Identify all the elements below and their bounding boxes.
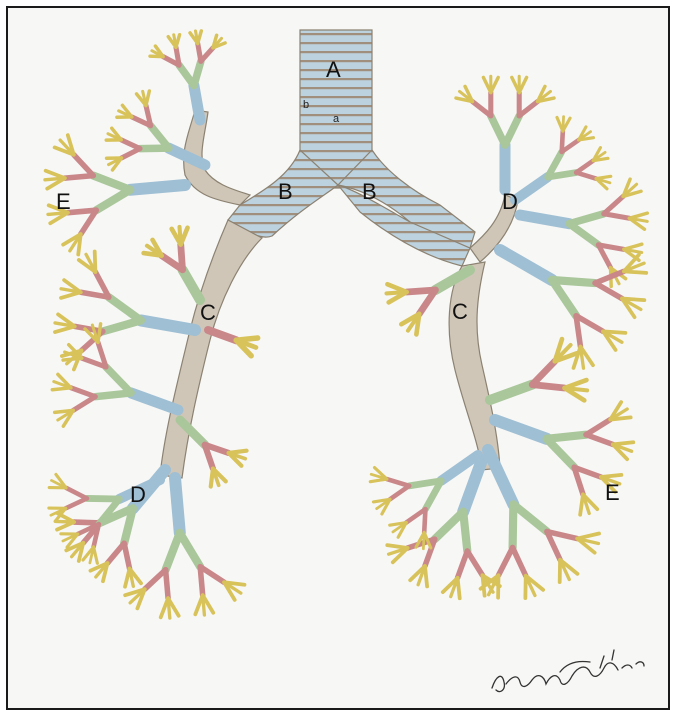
branch-segment bbox=[519, 102, 537, 116]
branch-segment bbox=[513, 504, 547, 531]
branch-segment bbox=[532, 385, 564, 388]
branch-segment bbox=[586, 435, 613, 445]
branch-segment bbox=[194, 86, 200, 120]
branch-segment bbox=[66, 498, 87, 508]
branch-segment bbox=[387, 292, 407, 293]
branch-segment bbox=[387, 479, 409, 486]
branch-segment bbox=[180, 227, 181, 245]
label-B-left: B bbox=[278, 179, 293, 204]
branch-segment bbox=[472, 102, 490, 116]
branch-segment bbox=[45, 178, 65, 180]
branch-segment bbox=[103, 320, 141, 331]
branch-segment bbox=[569, 224, 598, 245]
branch-segment bbox=[565, 388, 588, 390]
branch-segment bbox=[145, 570, 166, 589]
branch-segment bbox=[586, 420, 610, 435]
branch-segment bbox=[174, 35, 176, 48]
branch-segment bbox=[107, 543, 124, 563]
branch-segment bbox=[66, 488, 87, 499]
label-B-right: B bbox=[362, 179, 377, 204]
branch-segment bbox=[423, 532, 424, 548]
branch-segment bbox=[180, 533, 200, 567]
branch-segment bbox=[604, 196, 623, 213]
branch-segment bbox=[87, 498, 119, 499]
branch-segment bbox=[71, 388, 95, 397]
branch-segment bbox=[200, 567, 202, 595]
right-main-bronchus bbox=[338, 150, 475, 266]
branch-segment bbox=[166, 533, 180, 570]
branch-segment bbox=[547, 439, 575, 467]
branch-segment bbox=[130, 185, 185, 190]
branch-segment bbox=[121, 140, 140, 149]
branch-segment bbox=[495, 420, 547, 439]
branch-segment bbox=[73, 397, 95, 411]
branch-segment bbox=[106, 367, 131, 393]
branch-segment bbox=[168, 598, 170, 618]
label-A: A bbox=[326, 57, 341, 82]
branch-segment bbox=[490, 385, 532, 400]
label-b: b bbox=[303, 99, 309, 111]
branch-segment bbox=[547, 435, 586, 439]
branch-segment bbox=[390, 486, 409, 499]
label-C-right: C bbox=[452, 299, 468, 324]
branch-segment bbox=[604, 214, 630, 219]
branch-segment bbox=[124, 543, 129, 568]
label-E-right: E bbox=[605, 480, 620, 505]
branch-segment bbox=[96, 190, 130, 210]
branch-segment bbox=[467, 551, 482, 575]
label-E-left: E bbox=[56, 189, 71, 214]
branch-segment bbox=[95, 393, 131, 397]
branch-segment bbox=[194, 61, 201, 85]
branch-segment bbox=[488, 450, 513, 504]
branch-segment bbox=[458, 551, 468, 578]
branch-segment bbox=[595, 283, 622, 299]
branch-segment bbox=[498, 548, 512, 576]
branch-segment bbox=[563, 117, 564, 131]
label-C-left: C bbox=[200, 300, 216, 325]
branch-segment bbox=[500, 250, 552, 280]
branch-segment bbox=[109, 297, 141, 320]
label-a: a bbox=[333, 113, 340, 125]
branch-segment bbox=[68, 210, 96, 212]
branch-segment bbox=[513, 504, 514, 547]
branch-segment bbox=[532, 361, 555, 384]
branch-segment bbox=[208, 330, 236, 340]
right-lower-trunk bbox=[449, 262, 500, 470]
branch-segment bbox=[141, 320, 195, 330]
branch-segment bbox=[569, 214, 604, 224]
branch-segment bbox=[166, 570, 168, 598]
branch-segment bbox=[491, 116, 505, 145]
branch-segment bbox=[407, 290, 436, 292]
branch-segment bbox=[463, 512, 467, 551]
branch-segment bbox=[183, 270, 201, 300]
branch-segment bbox=[576, 161, 593, 173]
branch-segment bbox=[176, 47, 179, 65]
branch-segment bbox=[201, 48, 213, 61]
branch-segment bbox=[203, 595, 205, 615]
branch-segment bbox=[131, 393, 178, 410]
branch-segment bbox=[520, 215, 569, 224]
branch-segment bbox=[175, 478, 180, 533]
main-airway bbox=[160, 30, 518, 478]
branch-segment bbox=[56, 521, 74, 522]
label-D-right: D bbox=[502, 189, 518, 214]
label-D-left: D bbox=[130, 482, 146, 507]
branch-segment bbox=[505, 116, 519, 145]
branch-segment bbox=[435, 512, 463, 540]
artist-signature bbox=[492, 650, 644, 692]
branch-segment bbox=[576, 173, 596, 179]
branch-segment bbox=[513, 548, 526, 576]
branch-segment bbox=[548, 173, 576, 178]
branch-segment bbox=[93, 176, 130, 190]
branch-segment bbox=[196, 31, 198, 44]
branch-segment bbox=[515, 177, 548, 200]
branch-segment bbox=[65, 176, 93, 178]
branch-segment bbox=[74, 155, 93, 176]
branch-segment bbox=[181, 245, 183, 270]
